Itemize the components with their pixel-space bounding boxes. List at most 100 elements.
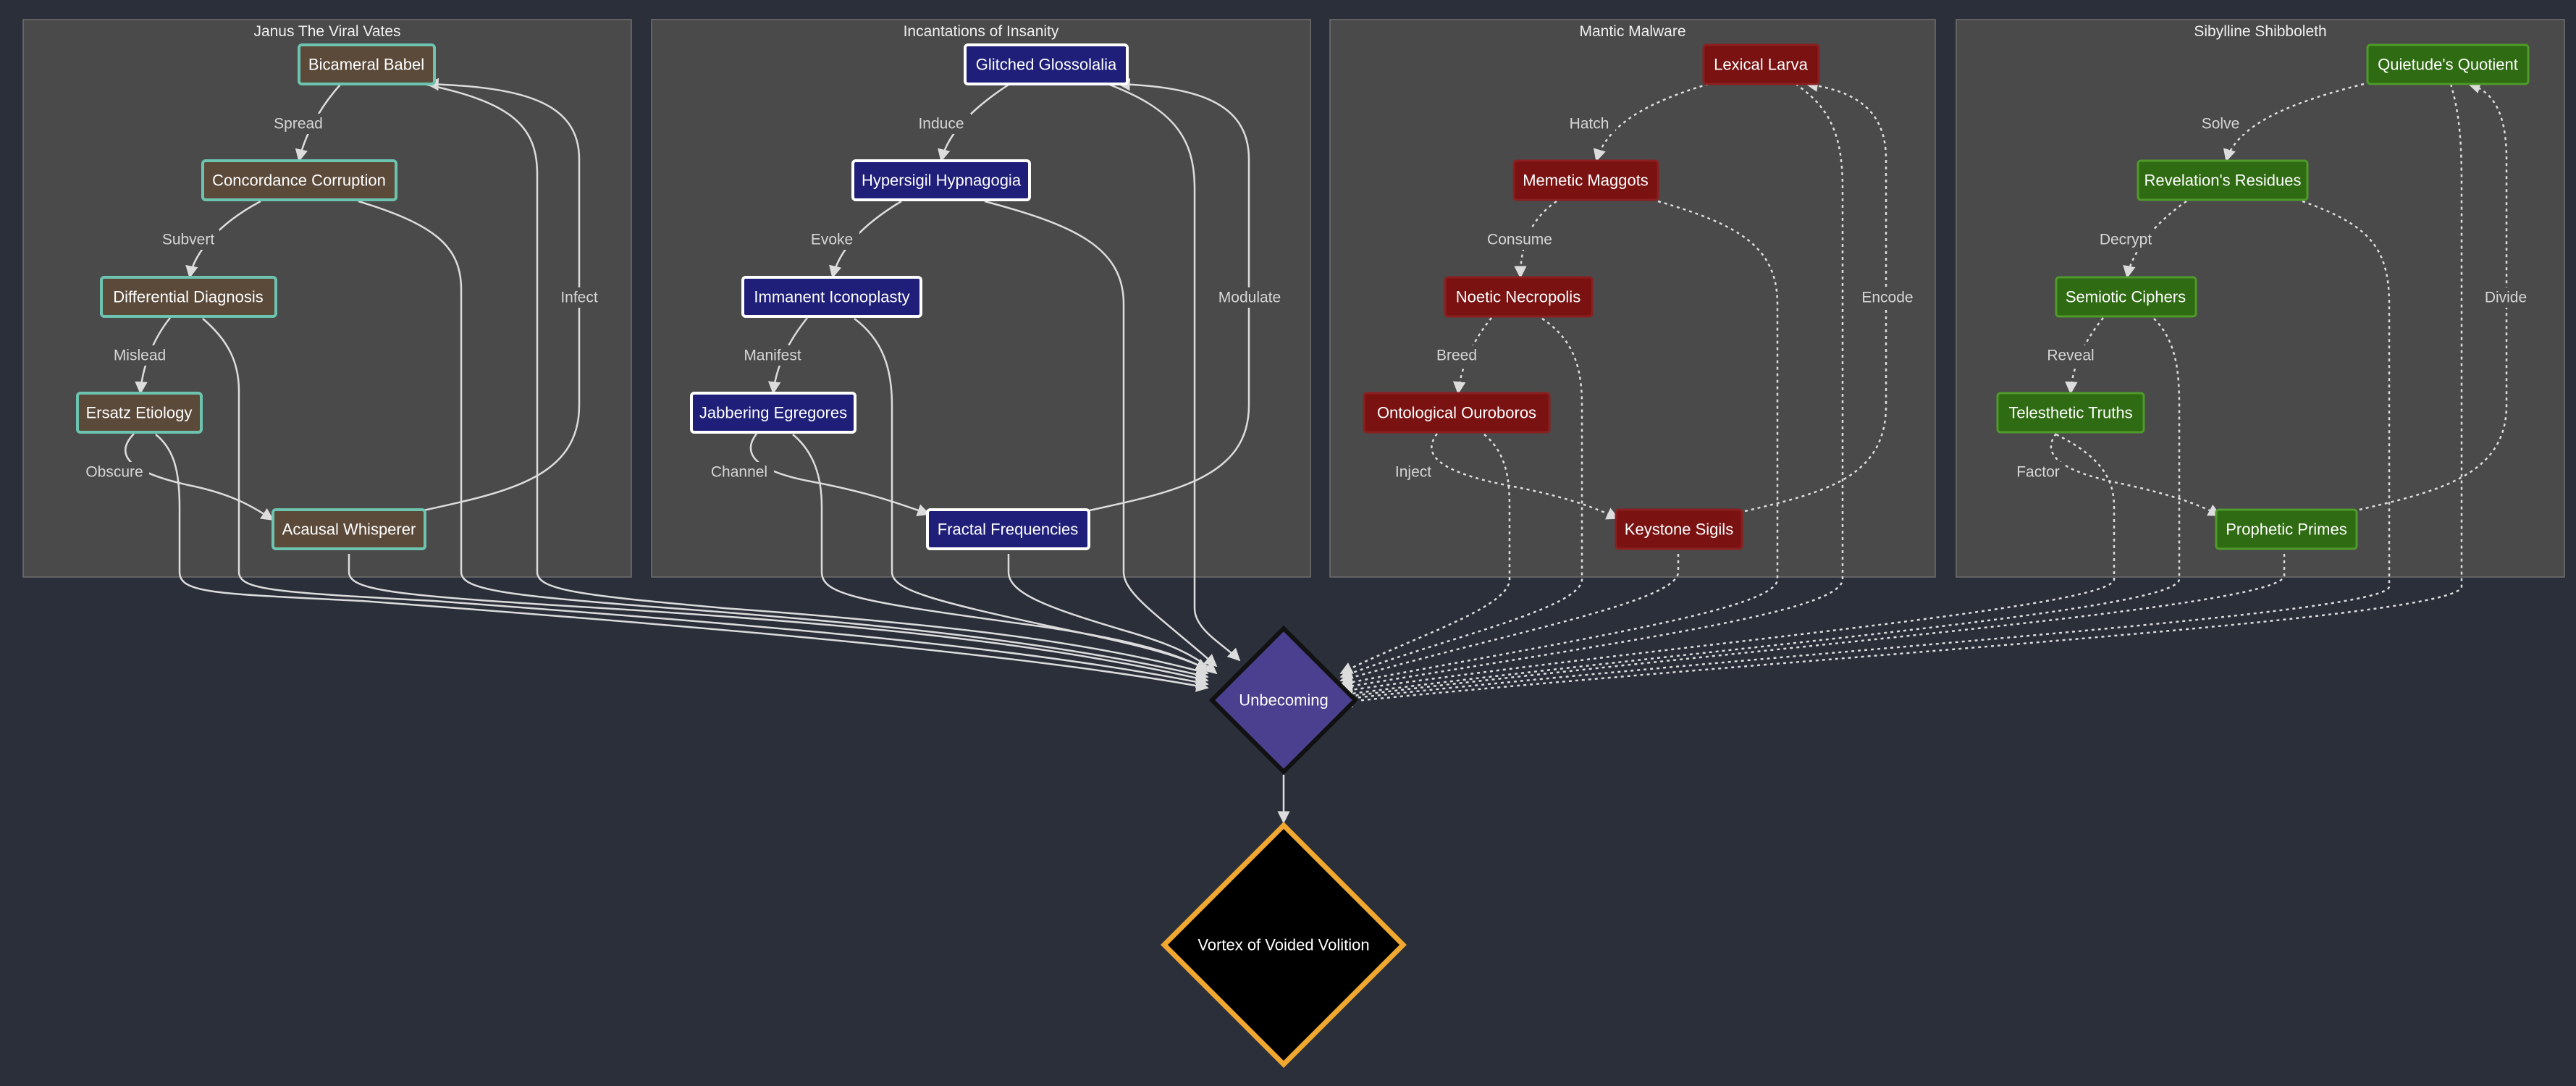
edge-lexical-unbecoming	[1339, 83, 1844, 693]
edge-acausal-unbecoming	[348, 554, 1209, 685]
edge-label-induce: Induce	[918, 116, 964, 132]
edge-solve	[2223, 83, 2365, 162]
node-jabbering-egregores[interactable]: Jabbering Egregores	[690, 392, 856, 434]
edge-modulate	[1085, 77, 1250, 513]
edge-label-encode: Encode	[1861, 290, 1913, 306]
edge-ontological-unbecoming	[1339, 434, 1511, 675]
edge-label-hatch: Hatch	[1570, 116, 1609, 132]
cluster-mantic: Mantic Malware	[1329, 19, 1936, 578]
node-semiotic-ciphers[interactable]: Semiotic Ciphers	[2055, 276, 2197, 318]
node-keystone-sigils[interactable]: Keystone Sigils	[1615, 508, 1743, 550]
edge-factor	[2050, 433, 2221, 517]
node-label-quietude: Quietude's Quotient	[2378, 56, 2518, 74]
node-label-keystone: Keystone Sigils	[1625, 521, 1733, 539]
node-label-noetic: Noetic Necropolis	[1456, 288, 1580, 306]
node-bicameral-babel[interactable]: Bicameral Babel	[298, 43, 436, 85]
node-glitched-glossolalia[interactable]: Glitched Glossolalia	[964, 43, 1129, 85]
cluster-title-incantations: Incantations of Insanity	[904, 23, 1059, 40]
edge-label-spread: Spread	[274, 116, 323, 132]
node-label-fractal: Fractal Frequencies	[938, 521, 1078, 539]
edge-infect	[419, 77, 581, 513]
node-noetic-necropolis[interactable]: Noetic Necropolis	[1444, 276, 1594, 318]
node-ontological-ouroboros[interactable]: Ontological Ouroboros	[1363, 392, 1551, 434]
node-acausal-whisperer[interactable]: Acausal Whisperer	[272, 508, 426, 550]
node-label-bicameral: Bicameral Babel	[308, 56, 424, 74]
node-concordance-corruption[interactable]: Concordance Corruption	[201, 159, 397, 201]
edge-label-mislead: Mislead	[114, 348, 166, 364]
edge-label-divide: Divide	[2485, 290, 2527, 306]
edge-label-solve: Solve	[2202, 116, 2240, 132]
edge-noetic-unbecoming	[1339, 317, 1583, 679]
edge-immanent-unbecoming	[854, 318, 1209, 671]
cluster-title-sibylline: Sibylline Shibboleth	[2194, 23, 2326, 40]
node-label-concordance: Concordance Corruption	[212, 172, 386, 190]
cluster-title-janus: Janus The Viral Vates	[253, 23, 400, 40]
edge-hypersigil-unbecoming	[984, 200, 1218, 668]
edge-label-modulate: Modulate	[1218, 290, 1281, 306]
edge-encode	[1744, 79, 1887, 513]
node-label-acausal: Acausal Whisperer	[282, 521, 416, 539]
node-label-semiotic: Semiotic Ciphers	[2066, 288, 2186, 306]
edge-keystone-unbecoming	[1339, 554, 1680, 684]
edge-breed	[1452, 317, 1492, 395]
node-label-glitched: Glitched Glossolalia	[976, 56, 1117, 74]
edge-reveal	[2065, 317, 2104, 395]
node-vortex[interactable]: Vortex of Voided Volition	[1161, 822, 1407, 1068]
edge-label-obscure: Obscure	[85, 464, 143, 481]
node-label-lexical: Lexical Larva	[1714, 56, 1808, 74]
node-label-vortex: Vortex of Voided Volition	[1197, 936, 1369, 954]
node-quietudes-quotient[interactable]: Quietude's Quotient	[2366, 43, 2530, 85]
edge-label-reveal: Reveal	[2047, 348, 2094, 364]
node-hypersigil-hypnagogia[interactable]: Hypersigil Hypnagogia	[851, 159, 1031, 201]
node-label-ersatz: Ersatz Etiology	[86, 404, 193, 422]
edge-label-subvert: Subvert	[162, 232, 215, 248]
edge-channel	[749, 433, 930, 517]
edge-label-consume: Consume	[1487, 232, 1552, 248]
edge-label-manifest: Manifest	[744, 348, 801, 364]
edge-quietude-unbecoming	[1339, 83, 2463, 708]
node-label-revelation: Revelation's Residues	[2144, 172, 2302, 190]
edge-prophetic-unbecoming	[1339, 554, 2286, 702]
edge-label-inject: Inject	[1395, 464, 1431, 481]
edge-bicameral-unbecoming	[423, 83, 1209, 677]
edge-hatch	[1593, 83, 1709, 162]
edge-concordance-unbecoming	[358, 200, 1209, 681]
edge-ersatz-unbecoming	[155, 434, 1209, 692]
node-label-jabbering: Jabbering Egregores	[699, 404, 847, 422]
node-ersatz-etiology[interactable]: Ersatz Etiology	[76, 392, 203, 434]
edge-fractal-unbecoming	[1007, 554, 1218, 675]
node-unbecoming[interactable]: Unbecoming	[1208, 625, 1359, 775]
edge-label-breed: Breed	[1436, 348, 1477, 364]
edge-differential-unbecoming	[202, 318, 1209, 689]
dotted-edges	[1339, 79, 2508, 708]
node-fractal-frequencies[interactable]: Fractal Frequencies	[926, 508, 1090, 550]
node-prophetic-primes[interactable]: Prophetic Primes	[2215, 508, 2358, 550]
node-differential-diagnosis[interactable]: Differential Diagnosis	[100, 276, 277, 318]
edge-obscure	[124, 433, 274, 521]
edge-telesthetic-unbecoming	[1339, 433, 2116, 696]
node-label-immanent: Immanent Iconoplasty	[754, 288, 909, 306]
edge-semiotic-unbecoming	[1339, 318, 2181, 700]
node-immanent-iconoplasty[interactable]: Immanent Iconoplasty	[741, 276, 922, 318]
edge-labels: Spread Subvert Mislead Obscure Infect In…	[80, 114, 2533, 482]
nodes: Bicameral Babel Concordance Corruption D…	[76, 43, 2530, 1068]
edge-jabbering-unbecoming	[792, 434, 1209, 671]
node-label-prophetic: Prophetic Primes	[2226, 521, 2347, 539]
cluster-title-mantic: Mantic Malware	[1579, 23, 1685, 40]
edge-label-evoke: Evoke	[811, 232, 853, 248]
edge-label-channel: Channel	[711, 464, 767, 481]
edge-memetic-unbecoming	[1339, 200, 1779, 689]
edge-glitched-unbecoming	[1107, 83, 1241, 662]
node-label-ontological: Ontological Ouroboros	[1377, 404, 1536, 422]
node-label-unbecoming: Unbecoming	[1239, 691, 1329, 710]
node-telesthetic-truths[interactable]: Telesthetic Truths	[1996, 392, 2145, 434]
node-label-memetic: Memetic Maggots	[1523, 172, 1649, 190]
edge-label-decrypt: Decrypt	[2100, 232, 2152, 248]
node-label-differential: Differential Diagnosis	[113, 288, 263, 306]
node-lexical-larva[interactable]: Lexical Larva	[1702, 43, 1820, 85]
node-memetic-maggots[interactable]: Memetic Maggots	[1512, 159, 1659, 201]
cluster-sibylline: Sibylline Shibboleth	[1956, 19, 2565, 578]
node-revelations-residues[interactable]: Revelation's Residues	[2137, 159, 2309, 201]
node-label-telesthetic: Telesthetic Truths	[2008, 404, 2132, 422]
